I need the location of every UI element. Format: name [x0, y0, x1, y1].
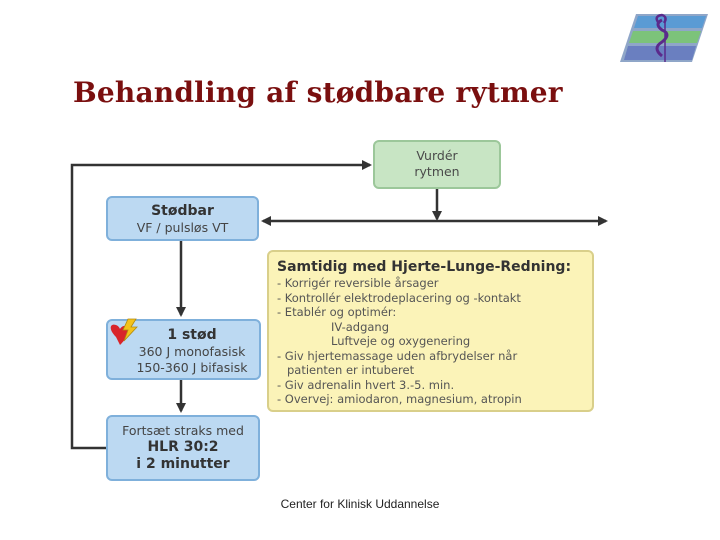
node-one-shock: 1 stød 360 J monofasisk 150-360 J bifasi… — [106, 318, 261, 380]
assess-line1: Vurdér — [416, 148, 458, 163]
shockable-heading: Stødbar — [151, 203, 214, 219]
during-cpr-heading: Samtidig med Hjerte-Lunge-Redning: — [277, 259, 572, 275]
node-continue-cpr: Fortsæt straks med HLR 30:2 i 2 minutter — [106, 415, 260, 481]
assess-line2: rytmen — [414, 164, 460, 179]
loop-line — [70, 160, 372, 450]
during-cpr-subitem: IV-adgang — [331, 319, 390, 334]
one-shock-bi: 150-360 J bifasisk — [136, 360, 248, 375]
continue-line2: HLR 30:2 — [147, 439, 219, 455]
during-cpr-item: - Giv adrenalin hvert 3.-5. min. — [277, 377, 455, 392]
one-shock-heading: 1 stød — [167, 327, 217, 343]
during-cpr-item: - Etablér og optimér: — [277, 305, 397, 319]
footer-text: Center for Klinisk Uddannelse — [280, 497, 440, 511]
node-during-cpr: Samtidig med Hjerte-Lunge-Redning: - Kor… — [267, 250, 594, 412]
medical-symbol-logo — [620, 13, 708, 62]
during-cpr-subitem: Luftveje og oxygenering — [331, 334, 471, 348]
one-shock-mono: 360 J monofasisk — [138, 344, 246, 359]
during-cpr-item: - Korrigér reversible årsager — [277, 276, 439, 290]
shockable-sub: VF / pulsløs VT — [136, 220, 229, 235]
heart-shock-icon — [110, 318, 138, 345]
continue-line3: i 2 minutter — [136, 456, 230, 472]
node-shockable: Stødbar VF / pulsløs VT — [106, 196, 259, 241]
node-assess-rhythm: Vurdér rytmen — [373, 140, 501, 189]
during-cpr-item: - Overvej: amiodaron, magnesium, atropin — [277, 392, 522, 406]
page-title: Behandling af stødbare rytmer — [73, 76, 563, 109]
one-shock-text: 1 stød 360 J monofasisk 150-360 J bifasi… — [128, 327, 256, 376]
continue-line1: Fortsæt straks med — [122, 423, 244, 438]
during-cpr-item: - Kontrollér elektrodeplacering og -kont… — [277, 290, 521, 305]
during-cpr-item: - Giv hjertemassage uden afbrydelser når — [277, 348, 518, 363]
during-cpr-item-cont: patienten er intuberet — [287, 363, 415, 377]
